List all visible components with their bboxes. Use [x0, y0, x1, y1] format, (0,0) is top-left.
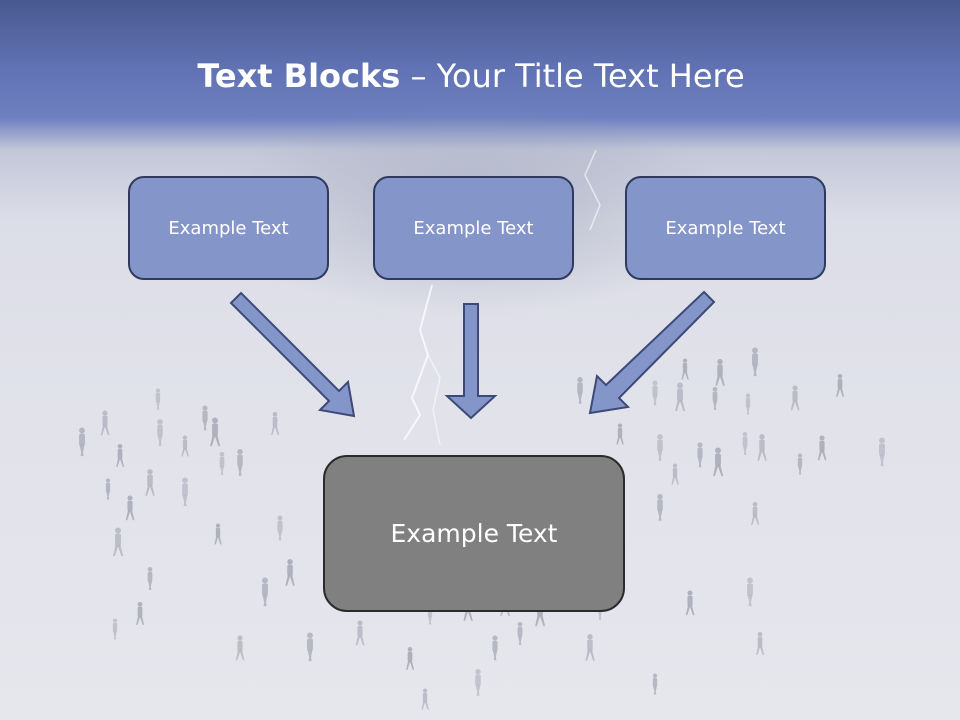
walking-person-figure: [616, 423, 624, 445]
slide-title: Text Blocks – Your Title Text Here: [0, 56, 942, 96]
walking-person-figure: [681, 358, 689, 380]
walking-person-figure: [155, 388, 161, 410]
walking-person-figure: [747, 577, 753, 607]
walking-person-figure: [262, 577, 268, 607]
arrow-down-left-icon: [588, 290, 716, 415]
text-block-center[interactable]: Example Text: [373, 176, 574, 280]
arrow-down-icon: [444, 303, 498, 420]
walking-person-figure: [790, 385, 800, 411]
walking-person-figure: [112, 618, 118, 640]
walking-person-figure: [307, 632, 313, 662]
walking-person-figure: [219, 451, 225, 475]
walking-person-figure: [125, 495, 135, 521]
walking-person-figure: [214, 523, 222, 545]
walking-person-figure: [713, 447, 724, 477]
walking-person-figure: [751, 501, 760, 525]
walking-person-figure: [182, 477, 188, 507]
walking-person-figure: [116, 443, 125, 467]
walking-person-figure: [271, 411, 280, 435]
walking-person-figure: [756, 631, 765, 655]
text-block-left-label: Example Text: [168, 217, 289, 239]
walking-person-figure: [355, 620, 365, 646]
walking-person-figure: [147, 566, 153, 590]
walking-person-figure: [277, 515, 283, 541]
walking-person-figure: [475, 669, 481, 696]
walking-person-figure: [113, 527, 124, 557]
title-dash: –: [400, 57, 437, 95]
walking-person-figure: [757, 434, 767, 461]
walking-person-figure: [157, 419, 163, 446]
text-block-left[interactable]: Example Text: [128, 176, 329, 280]
walking-person-figure: [742, 431, 748, 455]
walking-person-figure: [657, 494, 663, 521]
walking-person-figure: [817, 435, 827, 461]
title-rest: Your Title Text Here: [436, 57, 745, 95]
walking-person-figure: [210, 417, 221, 447]
walking-person-figure: [836, 373, 845, 397]
walking-person-figure: [652, 673, 658, 695]
text-block-right[interactable]: Example Text: [625, 176, 826, 280]
walking-person-figure: [145, 469, 155, 496]
walking-person-figure: [671, 463, 679, 485]
walking-person-figure: [235, 635, 245, 661]
walking-person-figure: [752, 347, 758, 377]
walking-person-figure: [202, 405, 208, 431]
text-block-center-label: Example Text: [413, 217, 534, 239]
walking-person-figure: [652, 380, 658, 406]
walking-person-figure: [181, 435, 189, 457]
walking-person-figure: [421, 688, 429, 710]
title-bold: Text Blocks: [197, 57, 401, 95]
walking-person-figure: [797, 453, 803, 475]
walking-person-figure: [685, 590, 695, 616]
walking-person-figure: [285, 559, 295, 586]
walking-person-figure: [697, 442, 703, 468]
arrow-down-right-icon: [229, 291, 356, 418]
text-block-main[interactable]: Example Text: [323, 455, 625, 612]
walking-person-figure: [657, 434, 663, 461]
walking-person-figure: [585, 634, 595, 661]
walking-person-figure: [237, 449, 243, 476]
walking-person-figure: [577, 377, 583, 404]
walking-person-figure: [675, 382, 686, 412]
walking-person-figure: [105, 478, 111, 500]
walking-person-figure: [406, 646, 415, 670]
walking-person-figure: [100, 410, 110, 436]
text-block-right-label: Example Text: [665, 217, 786, 239]
walking-person-figure: [136, 601, 145, 625]
walking-person-figure: [715, 359, 725, 386]
walking-person-figure: [492, 635, 498, 661]
walking-person-figure: [517, 621, 523, 645]
text-block-main-label: Example Text: [390, 519, 558, 548]
walking-person-figure: [879, 437, 885, 467]
walking-person-figure: [79, 427, 85, 457]
walking-person-figure: [745, 393, 751, 415]
walking-person-figure: [712, 386, 718, 410]
